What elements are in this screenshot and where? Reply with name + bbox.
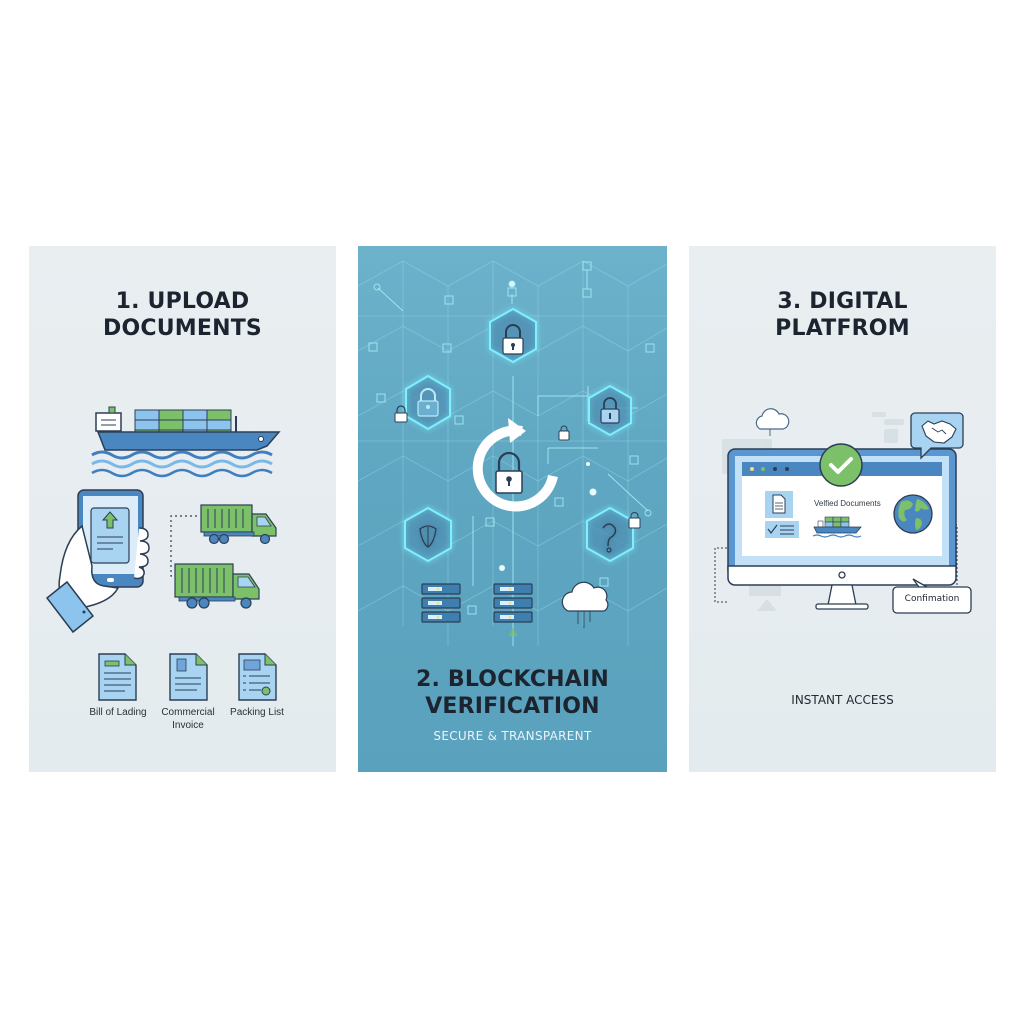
padlock-icon (417, 388, 439, 417)
commercial-invoice-doc-icon (169, 653, 208, 701)
small-padlock-icon (628, 512, 641, 529)
step-1-title-line1: 1. UPLOAD (115, 289, 250, 314)
hexagon-shield-icon (404, 506, 452, 563)
server-rack-icon (421, 583, 461, 623)
padlock-icon (600, 397, 620, 424)
step-1-title: 1. UPLOAD DOCUMENTS (29, 288, 336, 342)
globe-icon (893, 494, 933, 534)
packing-list-doc-icon (238, 653, 277, 701)
step-2-title: 2. BLOCKCHAIN VERIFICATION (358, 666, 667, 720)
bill-of-lading-label: Bill of Lading (89, 707, 147, 718)
handshake-icon (921, 420, 957, 444)
step-digital-platform-panel: 3. DIGITAL PLATFROM (689, 246, 996, 772)
packing-list-label: Packing List (230, 707, 284, 718)
step-2-title-line2: VERIFICATION (425, 694, 600, 719)
step-2-title-line1: 2. BLOCKCHAIN (415, 667, 610, 692)
confirmation-bubble (892, 578, 972, 614)
commercial-invoice-label: Commercial Invoice (149, 706, 227, 732)
step-3-title-line1: 3. DIGITAL (777, 289, 908, 314)
hand-icon (45, 524, 150, 634)
padlock-icon (502, 324, 524, 355)
cargo-ship-icon (812, 516, 862, 538)
padlock-refresh-icon (472, 418, 558, 512)
cloud-icon (561, 581, 609, 628)
truck-icon (174, 563, 260, 609)
monitor-icon (727, 448, 957, 610)
small-padlock-icon (558, 425, 570, 441)
bill-of-lading-doc-icon (98, 653, 137, 701)
document-icon (765, 491, 793, 518)
step-upload-documents-panel: 1. UPLOAD DOCUMENTS (29, 246, 336, 772)
hexagon-lock-icon (489, 307, 537, 364)
hexagon-question-icon (586, 506, 634, 563)
step-3-title-line2: PLATFROM (775, 316, 910, 341)
checklist-icon (765, 521, 799, 538)
commercial-invoice-label-line1: Commercial (161, 707, 215, 718)
small-padlock-icon (394, 405, 408, 423)
step-3-title: 3. DIGITAL PLATFROM (689, 288, 996, 342)
cargo-ship-icon (91, 406, 281, 478)
step-blockchain-verification-panel: 2. BLOCKCHAIN VERIFICATION SECURE & TRAN… (358, 246, 667, 772)
check-badge-icon (819, 443, 863, 487)
truck-icon (200, 504, 277, 545)
verified-documents-label: Velfied Documents (814, 499, 881, 508)
confirmation-label: Confimation (904, 594, 960, 604)
commercial-invoice-label-line2: Invoice (172, 720, 204, 731)
step-1-title-line2: DOCUMENTS (103, 316, 262, 341)
step-2-subtitle: SECURE & TRANSPARENT (433, 729, 592, 743)
server-rack-icon (493, 583, 533, 623)
instant-access-caption: INSTANT ACCESS (791, 693, 894, 707)
cloud-icon (755, 408, 790, 436)
